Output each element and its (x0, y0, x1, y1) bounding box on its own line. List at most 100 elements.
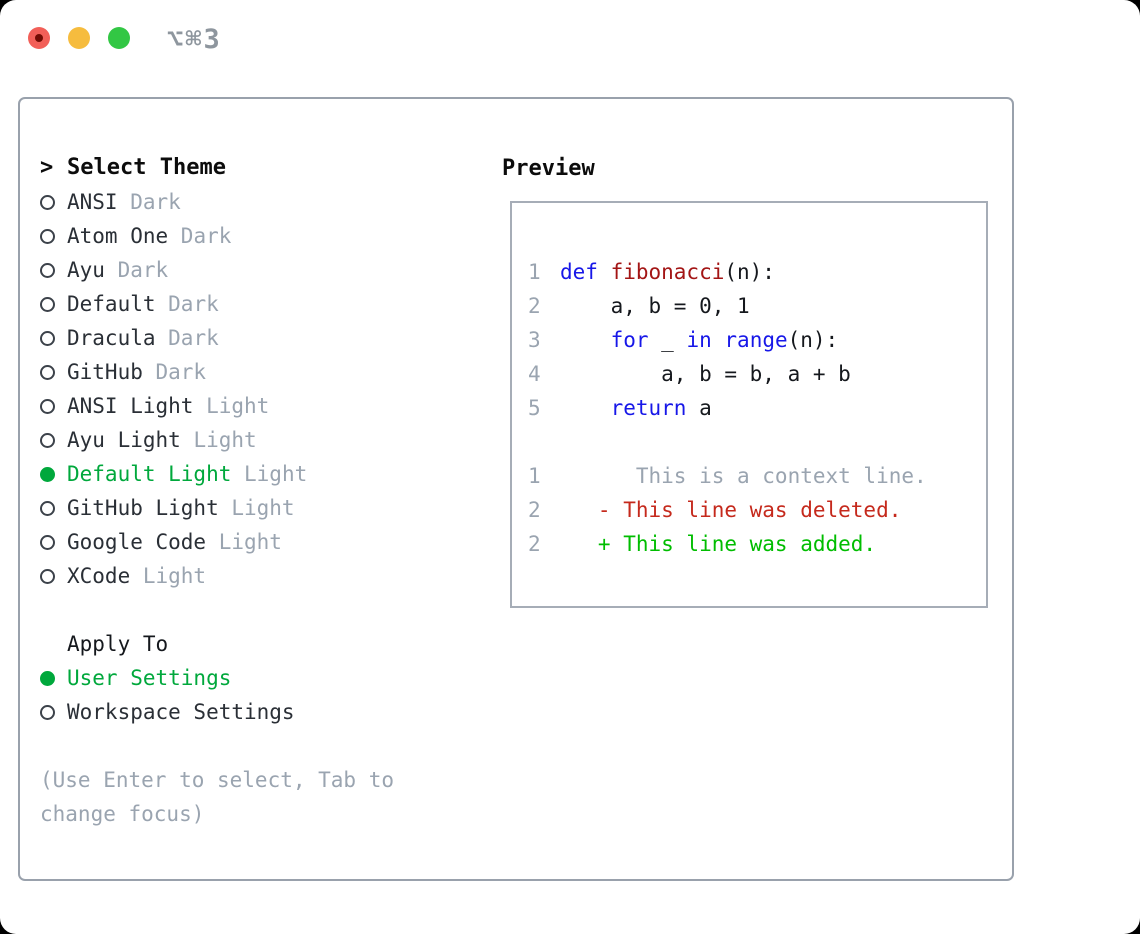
line-number: 5 (528, 396, 541, 420)
code-token-plain: a (686, 396, 712, 420)
option-label: Ayu (67, 258, 105, 282)
code-line: 1 This is a context line. (528, 459, 986, 493)
line-number: 2 (528, 498, 541, 522)
minimize-button[interactable] (68, 27, 90, 49)
theme-option-ansi[interactable]: ANSI Dark (40, 185, 480, 219)
code-line: 2 + This line was added. (528, 527, 986, 561)
code-line: 2 - This line was deleted. (528, 493, 986, 527)
radio-selected-icon (40, 670, 55, 686)
line-number: 2 (528, 532, 541, 556)
radio-selected-icon (40, 466, 55, 482)
option-label: GitHub (67, 360, 143, 384)
radio-icon (40, 364, 55, 380)
line-number: 2 (528, 294, 541, 318)
option-variant-label: Light (180, 428, 257, 452)
window-title: ⌥⌘3 (167, 24, 222, 55)
option-variant-label: Dark (104, 258, 169, 282)
option-variant-label: Light (193, 394, 270, 418)
theme-option-ansi-light[interactable]: ANSI Light Light (40, 389, 480, 423)
code-line: 2 a, b = 0, 1 (528, 289, 986, 323)
radio-icon (40, 398, 55, 414)
code-token-plain: a, b = b, a + b (560, 362, 851, 386)
radio-icon (40, 194, 55, 210)
radio-icon (40, 500, 55, 516)
code-token-function: fibonacci (610, 260, 725, 284)
theme-option-dracula[interactable]: Dracula Dark (40, 321, 480, 355)
option-label: ANSI Light (67, 394, 194, 418)
radio-icon (40, 432, 55, 448)
option-variant-label: Dark (168, 224, 232, 248)
radio-icon (40, 228, 55, 244)
line-number: 1 (528, 464, 541, 488)
option-variant-label: Dark (142, 360, 207, 384)
code-token-plain: (n): (787, 328, 839, 352)
theme-option-google-code[interactable]: Google Code Light (40, 525, 480, 559)
code-token-keyword: def (560, 260, 611, 284)
focus-caret: > (40, 155, 54, 180)
line-number: 4 (528, 362, 541, 386)
option-label: Default Light (67, 462, 232, 486)
code-line: 3 for _ in range(n): (528, 323, 986, 357)
preview-title: Preview (502, 155, 595, 181)
apply-to-title: Apply To (67, 632, 169, 656)
option-label: Default (67, 292, 156, 316)
theme-option-ayu-light[interactable]: Ayu Light Light (40, 423, 480, 457)
radio-icon (40, 330, 55, 346)
option-label: XCode (67, 564, 131, 588)
option-label: Atom One (67, 224, 169, 248)
theme-option-xcode[interactable]: XCode Light (40, 559, 480, 593)
line-number: 1 (528, 260, 541, 284)
theme-option-ayu[interactable]: Ayu Dark (40, 253, 480, 287)
option-variant-label: Light (218, 496, 295, 520)
hint-text: (Use Enter to select, Tab to change focu… (40, 768, 395, 826)
zoom-button[interactable] (108, 27, 130, 49)
radio-icon (40, 534, 55, 550)
code-line: 1 def fibonacci(n): (528, 255, 986, 289)
code-token-plain (560, 328, 611, 352)
code-line: 5 return a (528, 391, 986, 425)
code-token-keyword: return (610, 396, 687, 420)
unsaved-indicator-dot (35, 34, 43, 42)
option-variant-label: Light (130, 564, 207, 588)
code-token-plain (560, 396, 611, 420)
code-line: 4 a, b = b, a + b (528, 357, 986, 391)
option-label: User Settings (67, 666, 232, 690)
radio-icon (40, 704, 55, 720)
code-token-added: + This line was added. (560, 532, 877, 556)
radio-icon (40, 296, 55, 312)
code-token-plain: (n): (724, 260, 775, 284)
code-token-plain: a, b = 0, 1 (560, 294, 750, 318)
code-token-keyword: in (686, 328, 712, 352)
option-variant-label: Dark (117, 190, 181, 214)
option-variant-label: Dark (155, 292, 219, 316)
theme-option-github[interactable]: GitHub Dark (40, 355, 480, 389)
option-variant-label: Light (231, 462, 308, 486)
theme-option-atom-one[interactable]: Atom One Dark (40, 219, 480, 253)
radio-icon (40, 262, 55, 278)
apply-option-workspace-settings[interactable]: Workspace Settings (40, 695, 480, 729)
apply-option-user-settings[interactable]: User Settings (40, 661, 480, 695)
theme-option-default[interactable]: Default Dark (40, 287, 480, 321)
select-theme-header: > Select Theme (40, 151, 480, 185)
code-token-deleted: - This line was deleted. (560, 498, 902, 522)
option-label: ANSI (67, 190, 118, 214)
option-label: Google Code (67, 530, 207, 554)
theme-option-default-light[interactable]: Default Light Light (40, 457, 480, 491)
code-token-plain (712, 328, 725, 352)
code-line (528, 425, 986, 459)
close-button[interactable] (28, 27, 50, 49)
spacer (40, 729, 480, 763)
option-label: Ayu Light (67, 428, 181, 452)
select-theme-title: Select Theme (67, 155, 226, 180)
radio-icon (40, 568, 55, 584)
option-label: Dracula (67, 326, 156, 350)
code-token-plain: _ (648, 328, 687, 352)
theme-option-github-light[interactable]: GitHub Light Light (40, 491, 480, 525)
